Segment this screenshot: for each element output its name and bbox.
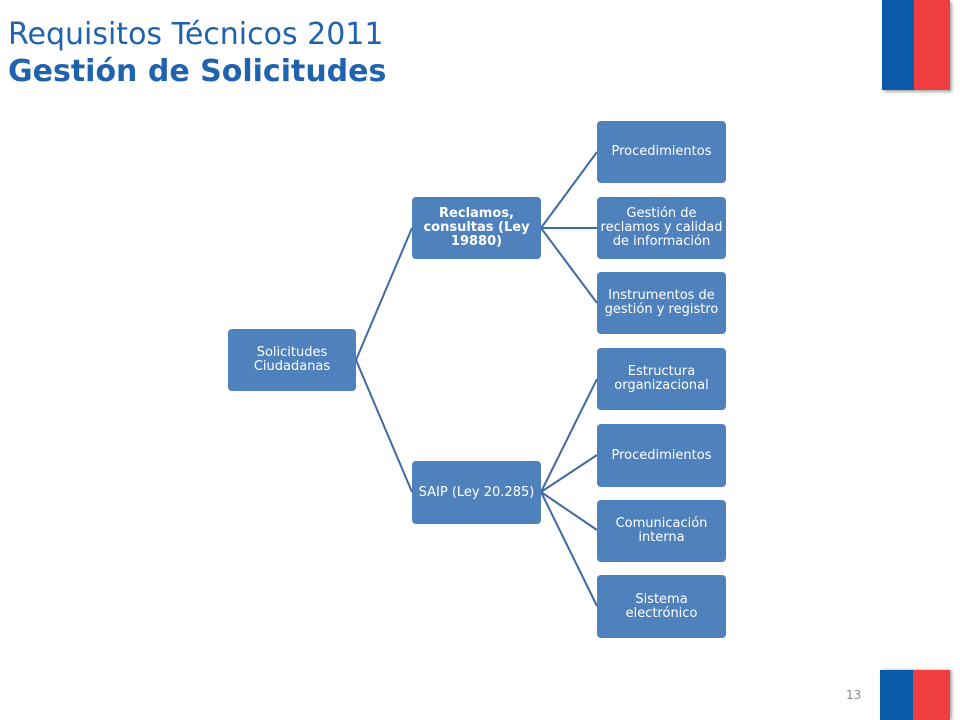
node-reclamos-instrumentos: Instrumentos de gestión y registro: [597, 272, 726, 334]
connector-branch-1-child-1: [540, 151, 598, 229]
flag-red-band: [914, 0, 950, 90]
node-saip-procedimientos: Procedimientos: [597, 424, 726, 487]
flag-blue-band: [882, 0, 914, 90]
flag-red-band: [913, 670, 950, 720]
page-number: 13: [846, 688, 862, 702]
node-saip-sistema: Sistema electrónico: [597, 575, 726, 638]
node-saip-comunicacion: Comunicación interna: [597, 500, 726, 562]
title-line-2: Gestión de Solicitudes: [8, 54, 387, 89]
connector-branch-2-child-2: [540, 454, 598, 493]
connector-branch-2-child-1: [540, 378, 598, 493]
flag-logo-bottom: [880, 670, 950, 720]
node-saip-estructura: Estructura organizacional: [597, 348, 726, 410]
connector-branch-1-child-3: [540, 227, 598, 304]
node-branch-reclamos: Reclamos, consultas (Ley 19880): [412, 197, 541, 259]
node-root: Solicitudes Ciudadanas: [228, 329, 356, 391]
title-line-1: Requisitos Técnicos 2011: [8, 17, 384, 52]
flag-blue-band: [880, 670, 913, 720]
slide-title: Requisitos Técnicos 2011 Gestión de Soli…: [8, 16, 386, 90]
connector-root-branch-1: [355, 227, 413, 361]
node-reclamos-procedimientos: Procedimientos: [597, 121, 726, 183]
connector-branch-2-child-3: [540, 491, 598, 531]
connector-branch-2-child-4: [540, 491, 598, 607]
node-reclamos-gestion: Gestión de reclamos y calidad de informa…: [597, 197, 726, 259]
connector-root-branch-2: [355, 359, 413, 493]
node-branch-saip: SAIP (Ley 20.285): [412, 461, 541, 524]
flag-logo-top: [882, 0, 950, 90]
